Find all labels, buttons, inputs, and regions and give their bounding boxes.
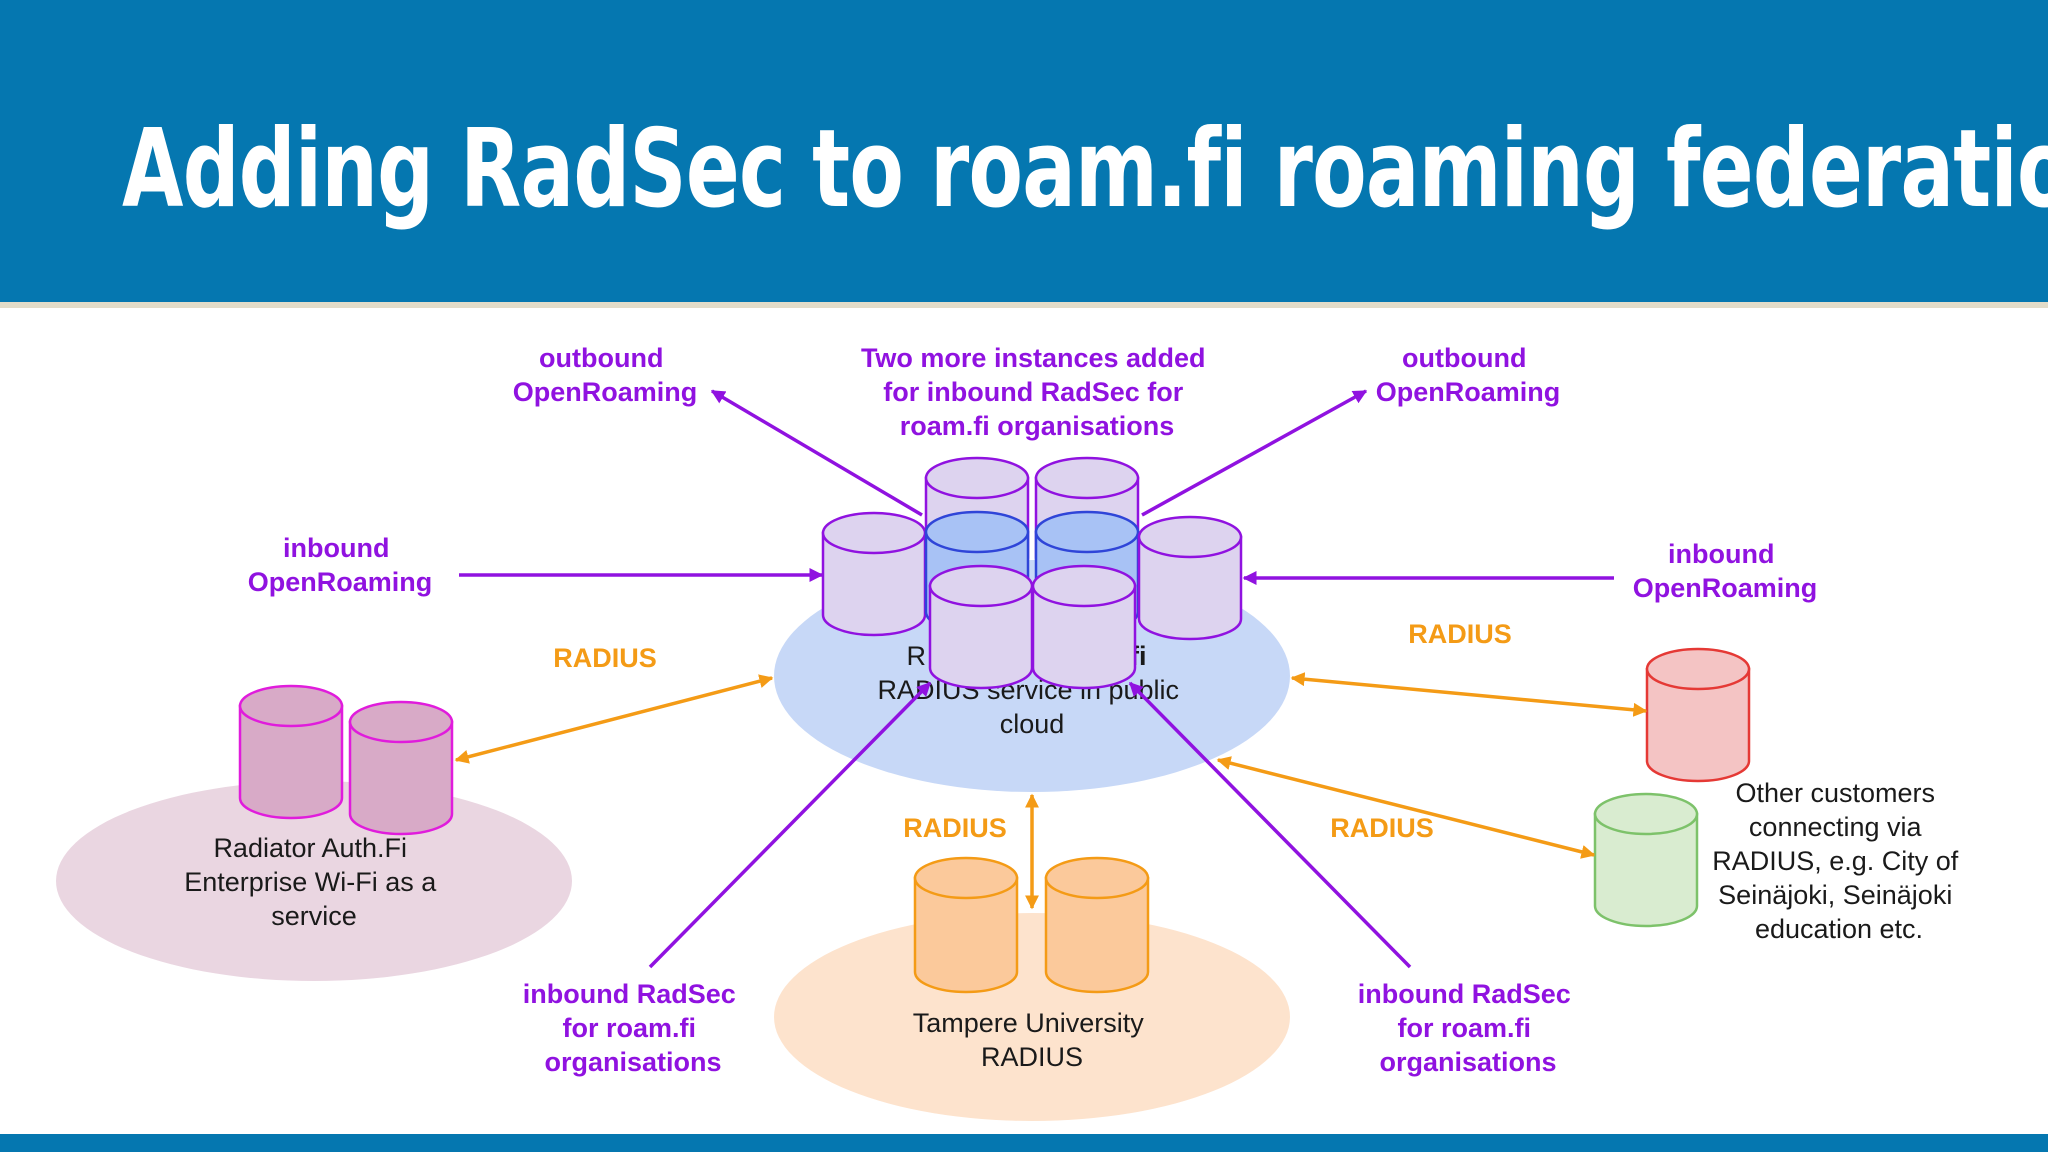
tampere-database-icon [913, 856, 1019, 994]
inbound-openroaming-right-label: inbound OpenRoaming [1633, 539, 1818, 603]
other-customer-database-icon [1645, 647, 1751, 783]
tampere-ellipse [774, 913, 1290, 1121]
title-banner: Adding RadSec to roam.fi roaming federat… [0, 0, 2048, 302]
cloud-instance-database-icon [821, 511, 927, 637]
outbound-openroaming-left-label: outbound OpenRoaming [513, 343, 698, 407]
radius-auth-fi-arrow [454, 674, 774, 764]
cloud-instance-database-icon [1137, 515, 1243, 641]
outbound-openroaming-left-arrow [710, 389, 923, 517]
radius-right-bottom-label: RADIUS [1330, 813, 1434, 843]
auth-fi-database-icon [238, 684, 344, 820]
cloud-instance-database-icon [928, 564, 1034, 690]
radius-left-label: RADIUS [553, 643, 657, 673]
outbound-openroaming-right-arrow [1141, 389, 1368, 517]
other-customers-label: Other customers connecting via RADIUS, e… [1712, 778, 1966, 944]
added-instances-label: Two more instances added for inbound Rad… [861, 343, 1213, 441]
inbound-openroaming-left-label: inbound OpenRoaming [248, 533, 433, 597]
inbound-radsec-left-label: inbound RadSec for roam.fi organisations [523, 979, 744, 1077]
inbound-radsec-left-arrow [648, 681, 932, 969]
auth-fi-ellipse [56, 781, 572, 981]
slide-title: Adding RadSec to roam.fi roaming federat… [122, 107, 2048, 232]
outbound-openroaming-right-label: outbound OpenRoaming [1376, 343, 1561, 407]
radius-green-customer-arrow [1216, 756, 1596, 859]
radius-red-customer-arrow [1290, 672, 1648, 717]
radius-right-top-label: RADIUS [1408, 619, 1512, 649]
tampere-label: Tampere University RADIUS [913, 1008, 1152, 1072]
other-customer-database-icon [1593, 792, 1699, 928]
header-divider [0, 302, 2048, 308]
footer-bar [0, 1134, 2048, 1152]
tampere-database-icon [1044, 856, 1150, 994]
auth-fi-database-icon [348, 700, 454, 836]
auth-fi-label: Radiator Auth.Fi Enterprise Wi-Fi as a s… [184, 833, 444, 931]
cloud-instance-database-icon [1031, 564, 1137, 690]
radius-bottom-center-label: RADIUS [903, 813, 1007, 843]
inbound-radsec-right-label: inbound RadSec for roam.fi organisations [1358, 979, 1579, 1077]
